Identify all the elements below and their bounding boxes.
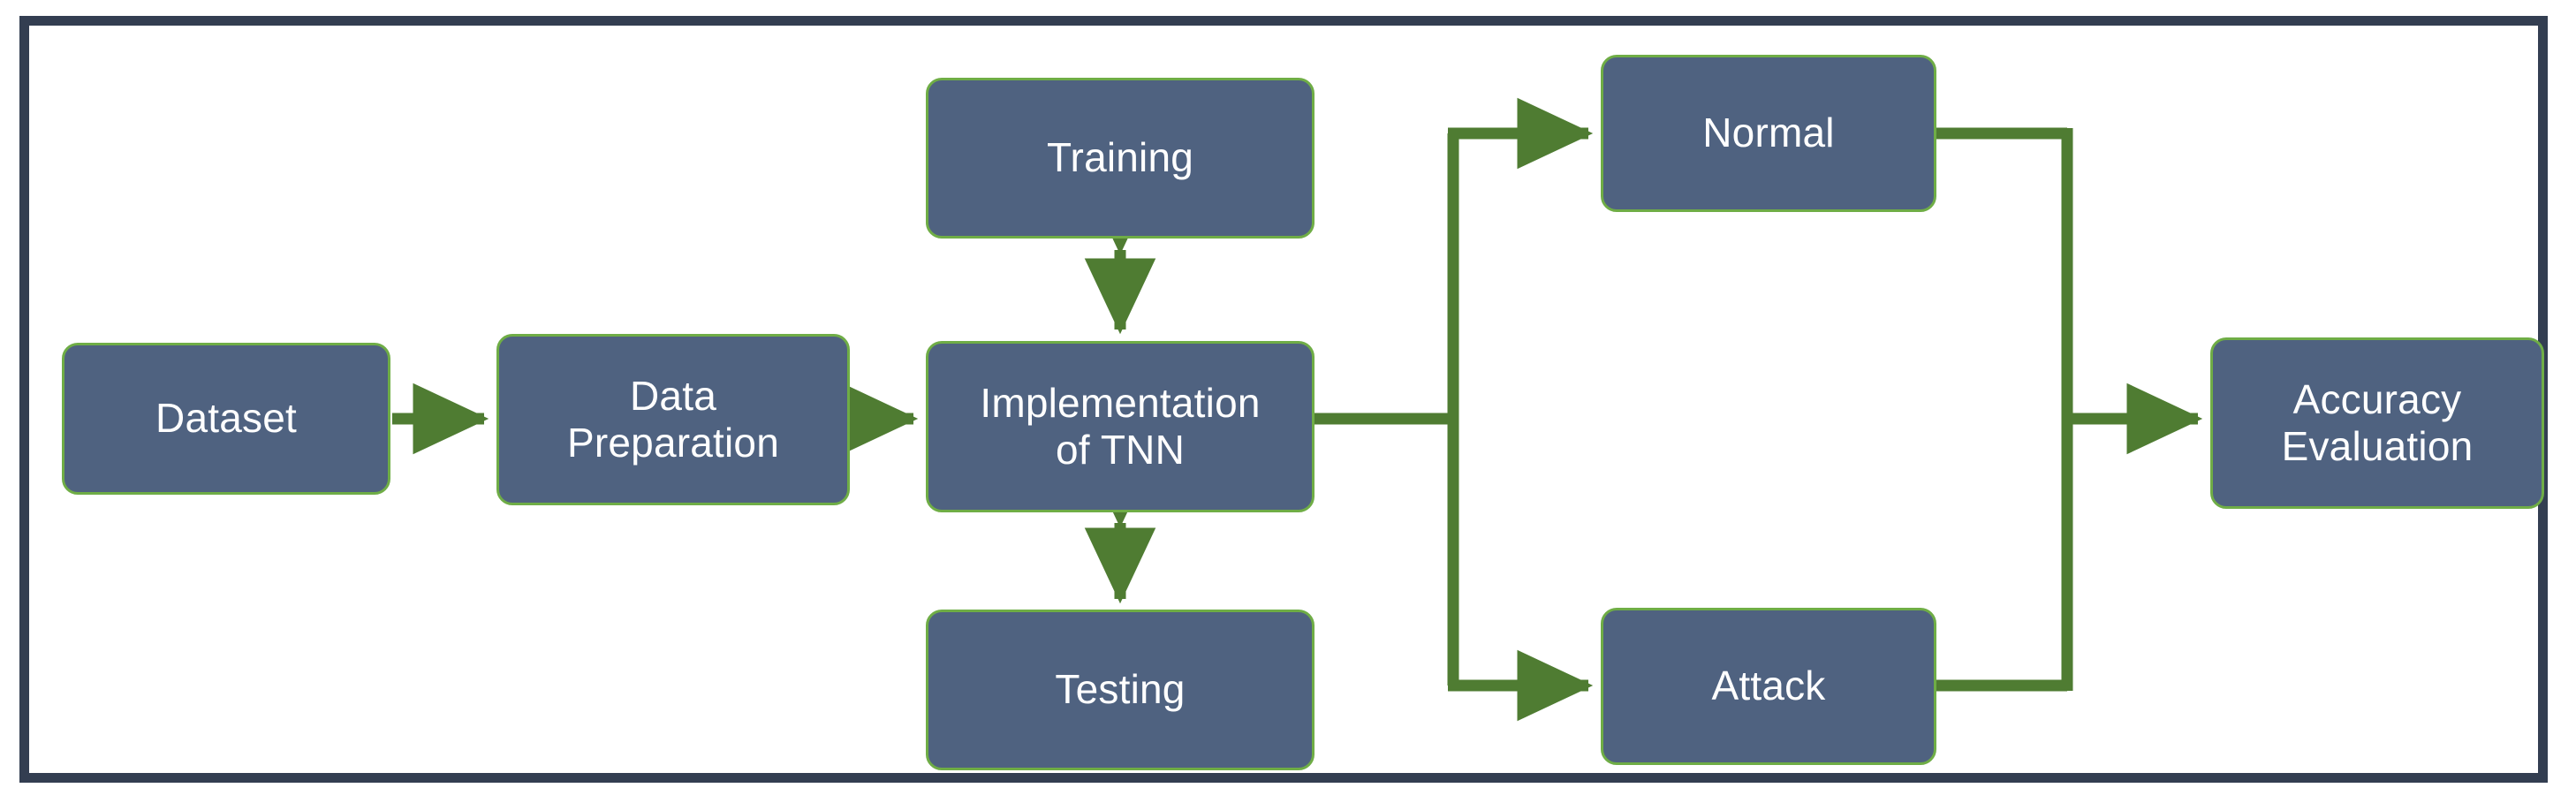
node-training[interactable]: Training (926, 78, 1315, 239)
node-attack[interactable]: Attack (1601, 608, 1936, 765)
node-dataset-label: Dataset (155, 395, 297, 442)
node-accuracy-evaluation-label: Accuracy Evaluation (2281, 375, 2474, 469)
node-implementation-of-tnn[interactable]: Implementation of TNN (926, 341, 1315, 512)
node-testing[interactable]: Testing (926, 610, 1315, 770)
node-testing-label: Testing (1055, 666, 1186, 713)
node-normal-label: Normal (1702, 110, 1835, 156)
node-data-preparation[interactable]: Data Preparation (496, 334, 850, 505)
node-dataset[interactable]: Dataset (62, 343, 390, 495)
node-attack-label: Attack (1711, 663, 1826, 709)
node-training-label: Training (1046, 134, 1194, 181)
node-normal[interactable]: Normal (1601, 55, 1936, 212)
node-data-preparation-label: Data Preparation (566, 372, 780, 466)
node-implementation-of-tnn-label: Implementation of TNN (980, 379, 1261, 473)
node-accuracy-evaluation[interactable]: Accuracy Evaluation (2210, 337, 2544, 509)
